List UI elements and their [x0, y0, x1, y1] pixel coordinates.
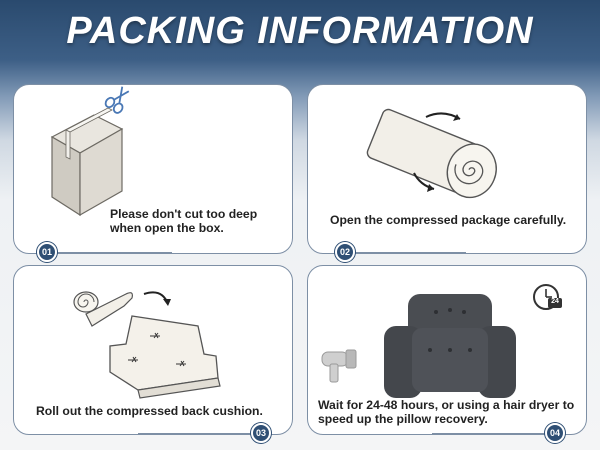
- step-badge-2: 02: [335, 242, 355, 262]
- step-caption-4: Wait for 24-48 hours, or using a hair dr…: [318, 398, 575, 426]
- hair-dryer-icon: [321, 349, 357, 383]
- step-caption-2: Open the compressed package carefully.: [330, 213, 567, 227]
- step-badge-1: 01: [37, 242, 57, 262]
- divider-line: [138, 433, 258, 435]
- divider-line: [432, 433, 552, 435]
- timer-24h-icon: [533, 284, 562, 310]
- step-card-4: 24 Wait for 24-48 hours, or using a hair…: [307, 265, 587, 443]
- step-card-2: Open the compressed package carefully. 0…: [307, 84, 587, 262]
- box-with-scissors-icon: [50, 86, 130, 217]
- back-pillow-icon: [384, 294, 516, 398]
- timer-24h-label: 24: [551, 298, 559, 305]
- step-card-1: Please don't cut too deep when open the …: [13, 84, 293, 262]
- step-caption-3: Roll out the compressed back cushion.: [36, 404, 263, 418]
- unroll-cushion-icon: [73, 291, 221, 399]
- pillow-recovery-icon: [321, 284, 562, 398]
- step-badge-3: 03: [251, 423, 271, 443]
- page-title: PACKING INFORMATION: [66, 10, 534, 52]
- divider-line: [52, 252, 172, 254]
- divider-line: [346, 252, 466, 254]
- rolled-cushion-icon: [366, 108, 497, 199]
- step-card-3: Roll out the compressed back cushion. 03: [13, 265, 293, 443]
- step-badge-4: 04: [545, 423, 565, 443]
- step-caption-1: Please don't cut too deep when open the …: [110, 207, 258, 235]
